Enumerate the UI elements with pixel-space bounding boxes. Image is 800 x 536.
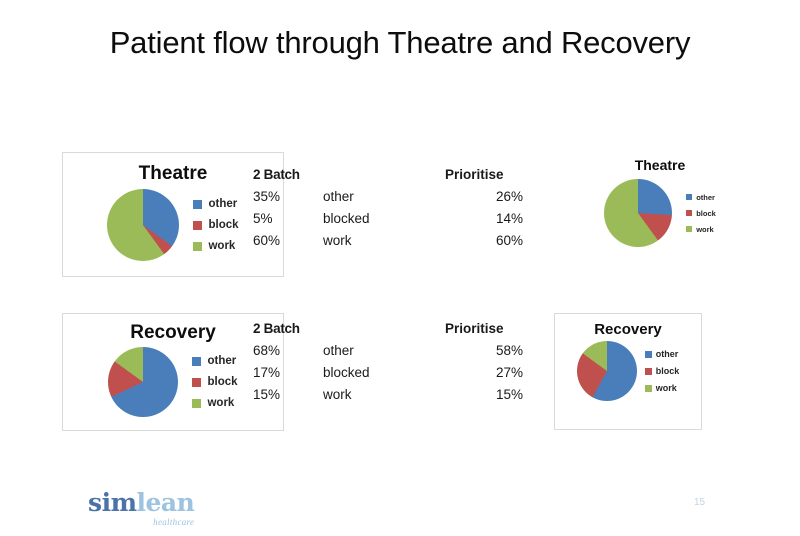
legend-item-other: other (193, 198, 238, 210)
legend-label-other: other (207, 355, 237, 367)
legend-label-block: block (696, 208, 716, 218)
legend-item-other: other (686, 193, 716, 202)
simlean-logo: simlean healthcare (88, 488, 195, 527)
cell-prioritise-value: 27% (495, 364, 523, 380)
table-row: 5% blocked 14% (253, 207, 525, 229)
chart-body: other block work (63, 347, 283, 417)
cell-prioritise-value: 58% (495, 342, 523, 358)
page-number: 15 (694, 497, 706, 508)
table-row: 35% other 26% (253, 185, 525, 207)
page-title: Patient flow through Theatre and Recover… (109, 25, 691, 60)
logo-wordmark: simlean (88, 488, 195, 517)
legend-label-other: other (655, 349, 679, 359)
chart-body: other block work (555, 341, 701, 401)
cell-prioritise-value: 26% (495, 188, 523, 204)
cell-prioritise-value: 14% (495, 210, 523, 226)
legend-label-work: work (655, 383, 677, 393)
legend-item-block: block (193, 219, 239, 231)
cell-prioritise-value: 60% (495, 232, 523, 248)
chart-legend: other block work (686, 193, 716, 234)
table-row: 60% work 60% (253, 229, 525, 251)
cell-metric-label: blocked (323, 210, 370, 226)
logo-text-sim: sim (88, 488, 137, 517)
legend-item-work: work (192, 397, 237, 409)
legend-swatch-other (686, 194, 693, 200)
cell-metric-label: other (323, 342, 354, 358)
legend-label-work: work (207, 397, 235, 409)
table-header-row: 2 Batch Prioritise (253, 163, 525, 185)
legend-swatch-other (644, 350, 652, 358)
cell-batch-value: 68% (253, 342, 281, 358)
chart-title: Recovery (130, 322, 216, 343)
legend-label-other: other (696, 192, 715, 202)
chart-card-theatre-prioritise: Theatre other block work (560, 152, 760, 272)
legend-swatch-work (192, 398, 202, 408)
legend-label-block: block (655, 366, 680, 376)
cell-batch-value: 17% (253, 364, 281, 380)
legend-swatch-work (644, 384, 652, 392)
legend-swatch-other (192, 356, 202, 366)
legend-item-block: block (644, 366, 680, 376)
legend-item-block: block (192, 376, 238, 388)
cell-metric-label: other (323, 188, 354, 204)
pie-chart-theatre-batch (107, 189, 180, 261)
legend-swatch-other (193, 199, 203, 209)
legend-label-work: work (696, 224, 714, 234)
table-row: 68% other 58% (253, 339, 525, 361)
chart-title: Recovery (594, 321, 662, 338)
chart-card-recovery-prioritise: Recovery other block work (554, 313, 702, 430)
legend-swatch-block (644, 367, 652, 375)
cell-batch-value: 60% (253, 232, 281, 248)
legend-label-block: block (208, 219, 239, 231)
cell-metric-label: blocked (323, 364, 370, 380)
data-table-recovery: 2 Batch Prioritise 68% other 58% 17% blo… (253, 317, 525, 405)
legend-item-other: other (192, 355, 237, 367)
legend-item-other: other (644, 349, 680, 359)
legend-item-work: work (644, 383, 680, 393)
legend-swatch-block (193, 220, 203, 230)
table-header-row: 2 Batch Prioritise (253, 317, 525, 339)
legend-swatch-work (193, 241, 203, 251)
cell-batch-value: 15% (253, 386, 281, 402)
cell-batch-value: 5% (253, 210, 273, 226)
column-header-batch: 2 Batch (253, 166, 300, 182)
column-header-prioritise: Prioritise (445, 320, 504, 336)
table-row: 17% blocked 27% (253, 361, 525, 383)
pie-chart-theatre-prioritise (604, 179, 673, 247)
legend-item-work: work (193, 240, 238, 252)
chart-card-theatre-batch: Theatre other block work (62, 152, 284, 277)
legend-label-work: work (208, 240, 236, 252)
logo-text-lean: lean (136, 488, 195, 517)
cell-metric-label: work (323, 386, 352, 402)
pie-chart-recovery-prioritise (576, 341, 637, 401)
column-header-batch: 2 Batch (253, 320, 300, 336)
legend-item-block: block (686, 209, 716, 218)
legend-label-block: block (207, 376, 238, 388)
chart-card-recovery-batch: Recovery other block work (62, 313, 284, 431)
legend-swatch-block (192, 377, 202, 387)
legend-swatch-work (686, 226, 693, 232)
cell-batch-value: 35% (253, 188, 281, 204)
chart-legend: other block work (192, 355, 238, 409)
cell-prioritise-value: 15% (495, 386, 523, 402)
chart-legend: other block work (644, 349, 680, 393)
column-header-prioritise: Prioritise (445, 166, 504, 182)
data-table-theatre: 2 Batch Prioritise 35% other 26% 5% bloc… (253, 163, 525, 251)
chart-title: Theatre (138, 163, 208, 184)
chart-body: other block work (63, 189, 283, 261)
cell-metric-label: work (323, 232, 352, 248)
legend-swatch-block (686, 210, 693, 216)
chart-body: other block work (560, 179, 760, 247)
chart-legend: other block work (193, 198, 239, 252)
table-row: 15% work 15% (253, 383, 525, 405)
logo-subtitle: healthcare (153, 517, 195, 527)
pie-chart-recovery-batch (108, 347, 179, 417)
chart-title: Theatre (634, 157, 686, 173)
legend-label-other: other (208, 198, 238, 210)
legend-item-work: work (686, 225, 716, 234)
